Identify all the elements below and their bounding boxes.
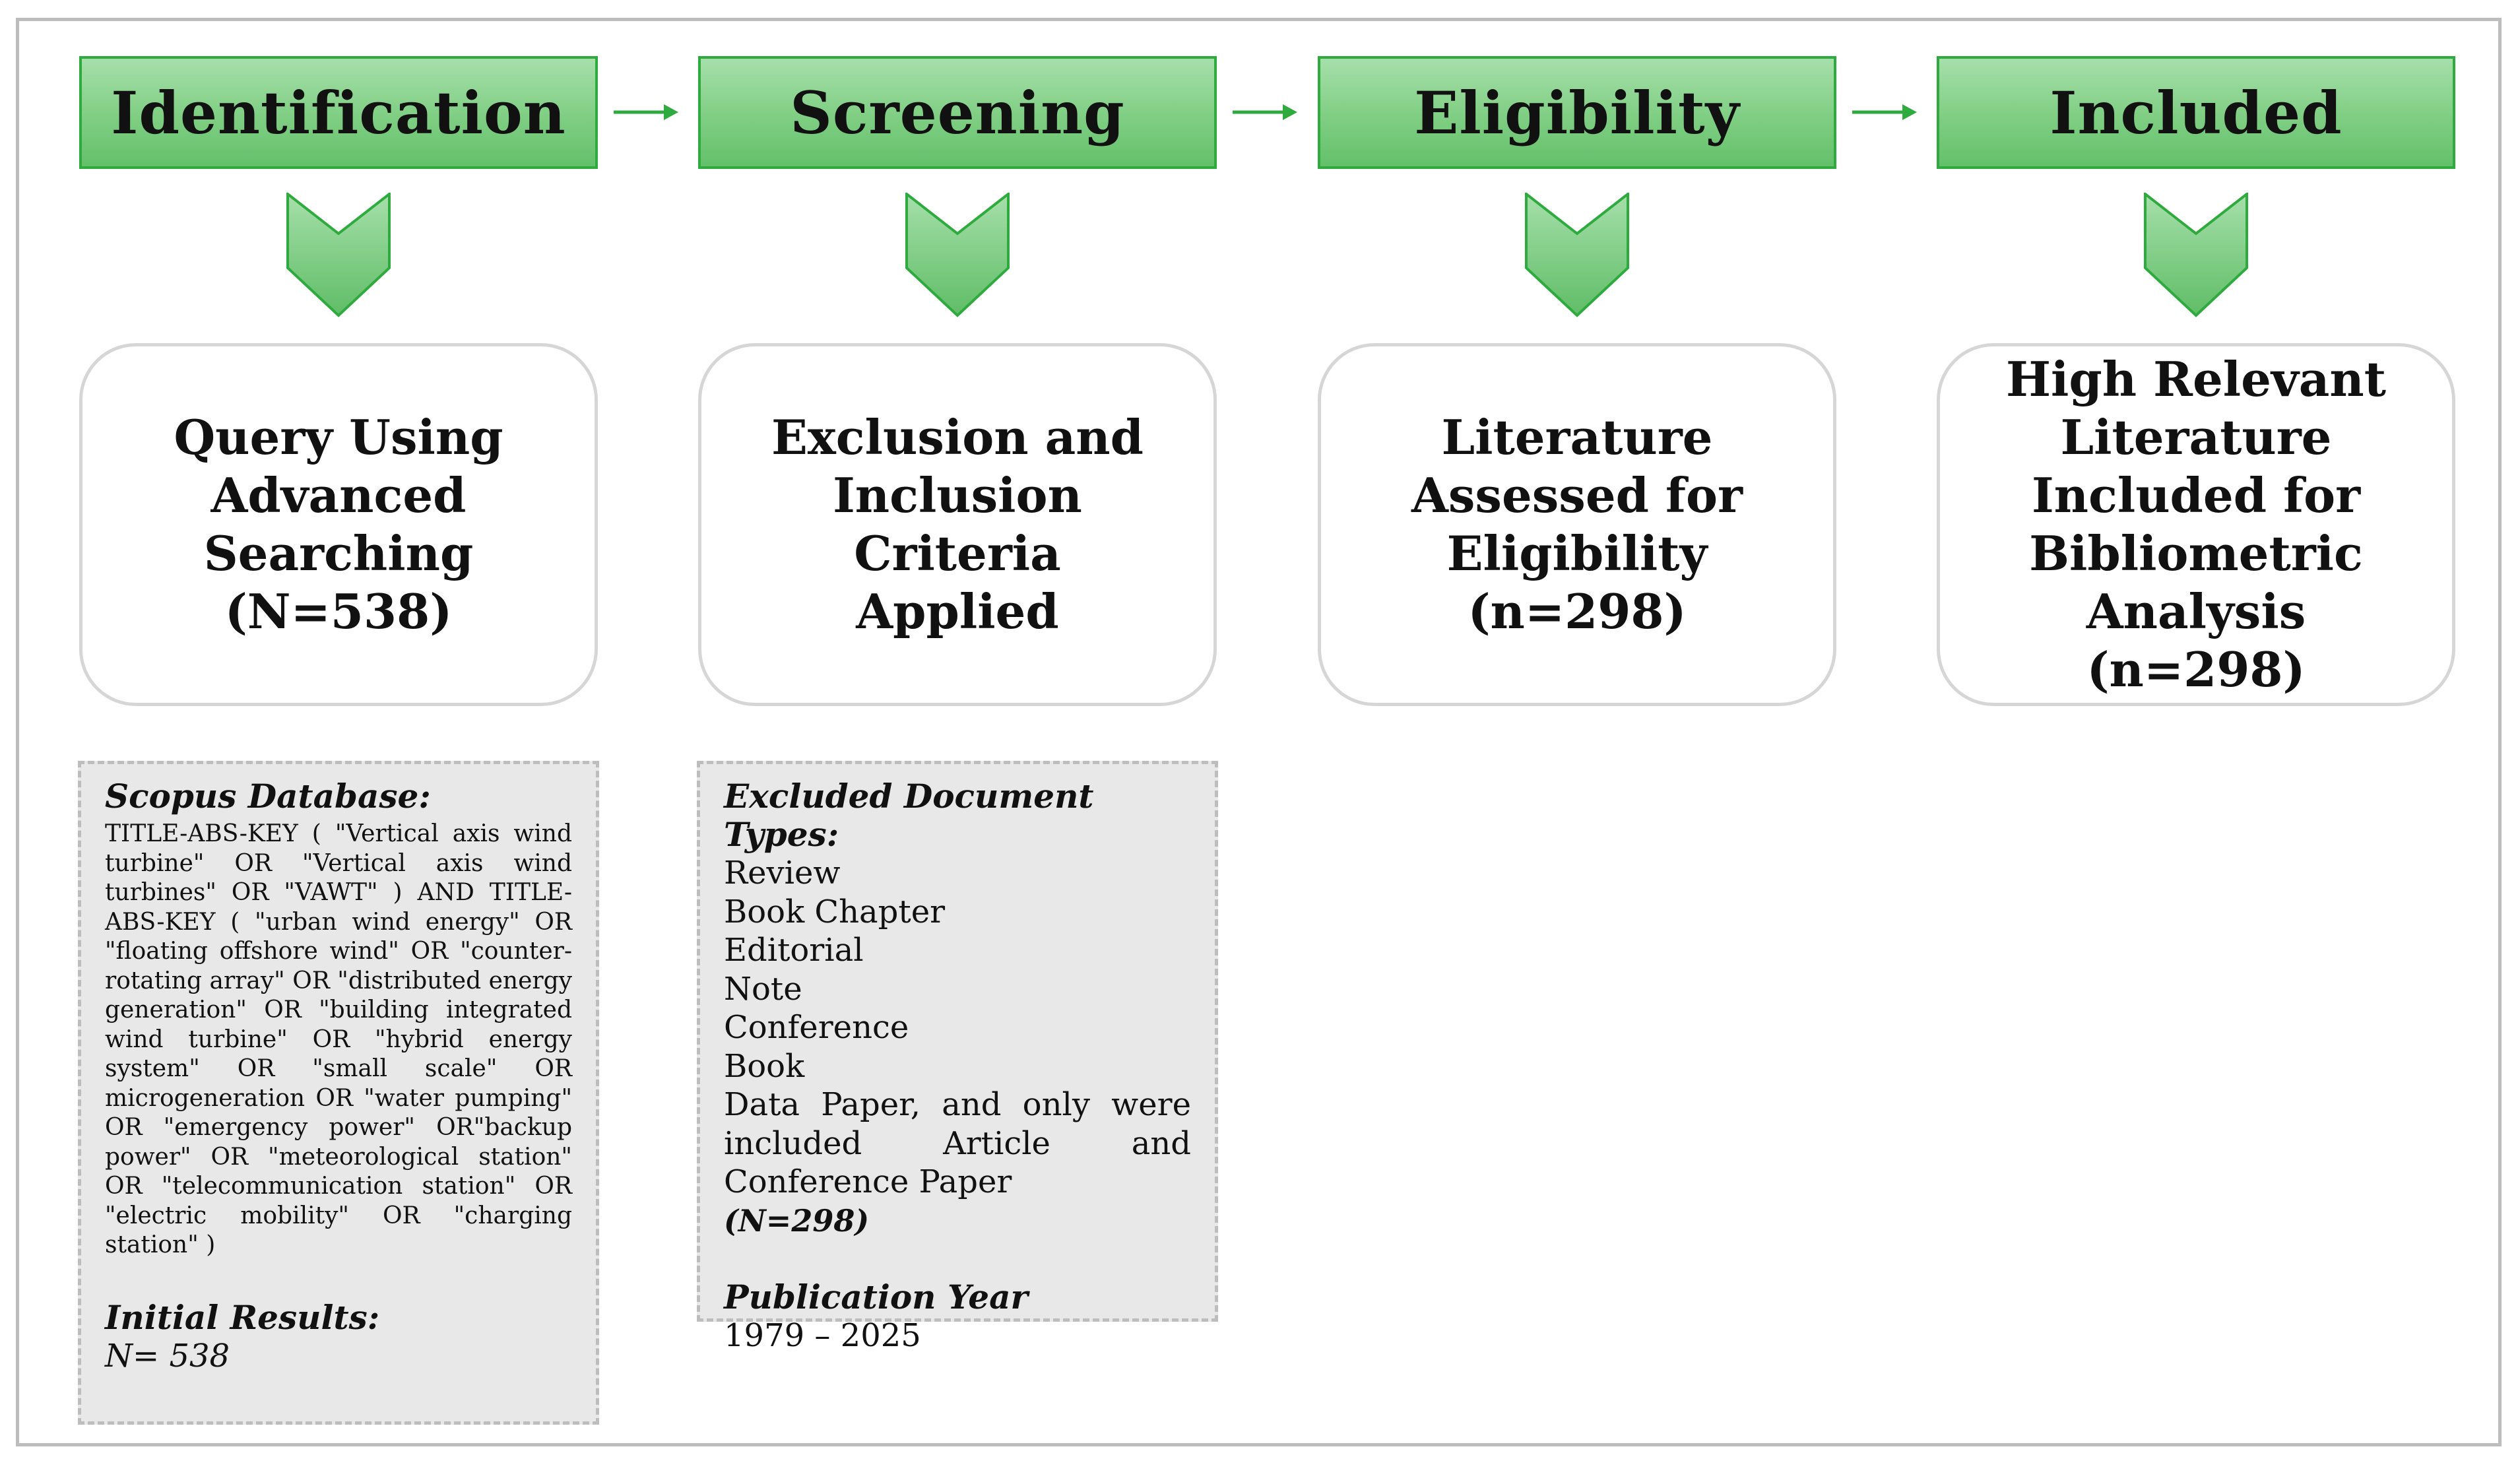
screening-count: (N=298) <box>724 1202 870 1239</box>
card-line: Advanced <box>210 467 467 523</box>
chevron-down-icon <box>2144 193 2248 317</box>
right-arrow-icon <box>614 104 678 120</box>
card-line: Analysis <box>2086 583 2306 639</box>
card-line: Applied <box>856 583 1059 639</box>
included-types-text: Data Paper, and only were included Artic… <box>724 1086 1191 1200</box>
year-heading: Publication Year <box>724 1277 1028 1316</box>
card-line: Literature <box>2060 409 2332 465</box>
stage-identification: Identification <box>79 56 598 169</box>
card-line: Bibliometric <box>2029 525 2363 581</box>
chevron-down-icon <box>286 193 391 317</box>
screening-note: Excluded Document Types: Review Book Cha… <box>697 761 1218 1354</box>
stage-eligibility: Eligibility <box>1318 56 1836 169</box>
note-heading: Scopus Database: <box>105 777 431 816</box>
year-range: 1979 – 2025 <box>724 1316 921 1354</box>
card-count: (n=298) <box>2086 641 2306 697</box>
list-item: Note <box>724 970 802 1008</box>
card-line: Included for <box>2031 467 2361 523</box>
card-line: Assessed for <box>1411 467 1743 523</box>
card-assessed: Literature Assessed for Eligibility (n=2… <box>1318 343 1836 706</box>
card-included: High Relevant Literature Included for Bi… <box>1937 343 2455 706</box>
right-arrow-icon <box>1852 104 1917 120</box>
card-line: Exclusion and <box>771 409 1144 465</box>
list-item: Book Chapter <box>724 893 946 930</box>
identification-note: Scopus Database: TITLE-ABS-KEY ( "Vertic… <box>78 761 599 1425</box>
card-count: (N=538) <box>224 583 453 639</box>
card-line: High Relevant <box>2005 351 2387 407</box>
chevron-down-icon <box>905 193 1010 317</box>
results-heading: Initial Results: <box>105 1297 380 1337</box>
card-line: Inclusion Criteria <box>833 467 1082 581</box>
list-item: Conference <box>724 1009 909 1046</box>
note-heading: Excluded Document Types: <box>724 777 1094 854</box>
right-arrow-icon <box>1233 104 1297 120</box>
stage-included: Included <box>1937 56 2455 169</box>
list-item: Book <box>724 1047 805 1085</box>
card-query: Query Using Advanced Searching (N=538) <box>79 343 598 706</box>
card-line: Searching <box>203 525 474 581</box>
list-item: Editorial <box>724 932 864 969</box>
card-line: Eligibility <box>1446 525 1708 581</box>
list-item: Review <box>724 855 841 891</box>
card-count: (n=298) <box>1468 583 1687 639</box>
card-line: Literature <box>1441 409 1713 465</box>
search-query-text: TITLE-ABS-KEY ( "Vertical axis wind turb… <box>105 820 572 1258</box>
chevron-down-icon <box>1525 193 1629 317</box>
card-line: Query Using <box>174 409 503 465</box>
diagram-frame <box>16 18 2502 1446</box>
results-value: N= 538 <box>105 1337 230 1375</box>
stage-screening: Screening <box>698 56 1217 169</box>
card-criteria: Exclusion and Inclusion Criteria Applied <box>698 343 1217 706</box>
